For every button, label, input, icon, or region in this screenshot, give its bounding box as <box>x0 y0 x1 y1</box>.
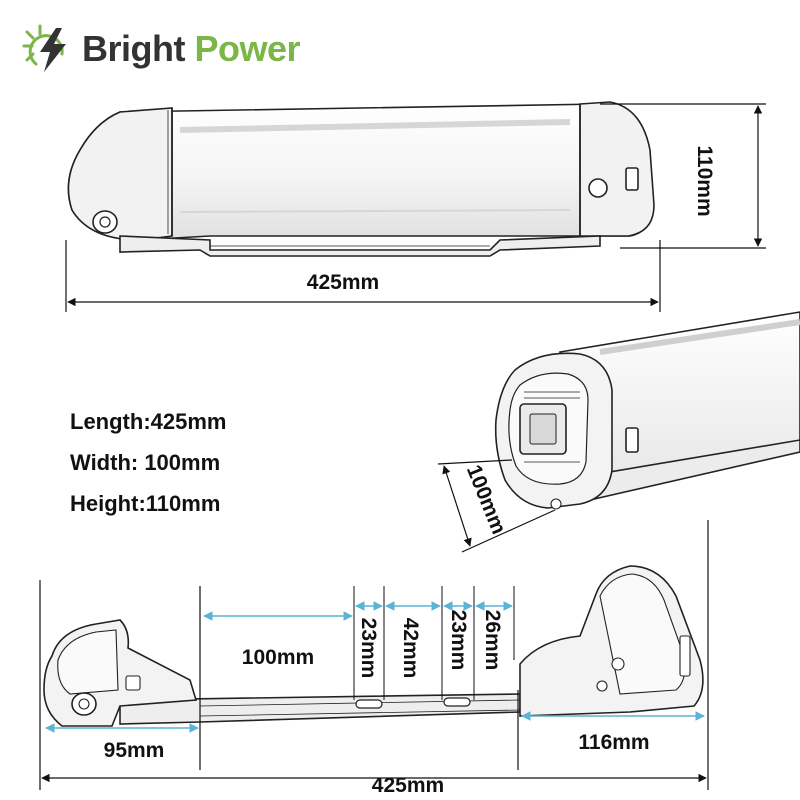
spec-height: Height:110mm <box>70 491 221 516</box>
dim-height <box>600 103 766 249</box>
brand-word-power: Power <box>194 28 301 69</box>
spec-width: Width: 100mm <box>70 450 221 475</box>
dim-left-cap-label: 95mm <box>104 739 165 762</box>
dim-slot1-label: 23mm <box>357 618 380 679</box>
bracket-view <box>43 565 704 727</box>
lightning-bulb-icon <box>22 24 66 72</box>
dim-width <box>437 459 556 553</box>
bracket-reference-lines <box>39 520 709 790</box>
dim-height-label: 110mm <box>693 145 716 216</box>
dim-span-label: 100mm <box>242 646 314 669</box>
brand-word-bright: Bright <box>82 28 185 69</box>
dim-slot2-label: 23mm <box>447 610 470 671</box>
dim-edge-label: 26mm <box>481 610 504 671</box>
brand-name: Bright Power <box>82 24 301 74</box>
dim-right-cap-label: 116mm <box>578 731 649 754</box>
dim-total-label: 425mm <box>372 774 444 797</box>
dim-gap-label: 42mm <box>399 618 422 679</box>
spec-list: Length:425mm Width: 100mm Height:110mm <box>70 404 226 527</box>
brand-logo: Bright Power <box>18 24 301 74</box>
battery-end-view <box>494 311 800 510</box>
dim-top-length-label: 425mm <box>307 271 379 294</box>
spec-length: Length:425mm <box>70 409 227 434</box>
dim-top-length <box>65 240 661 312</box>
battery-side-view <box>67 101 655 257</box>
bracket-blue-arrows <box>45 601 705 733</box>
